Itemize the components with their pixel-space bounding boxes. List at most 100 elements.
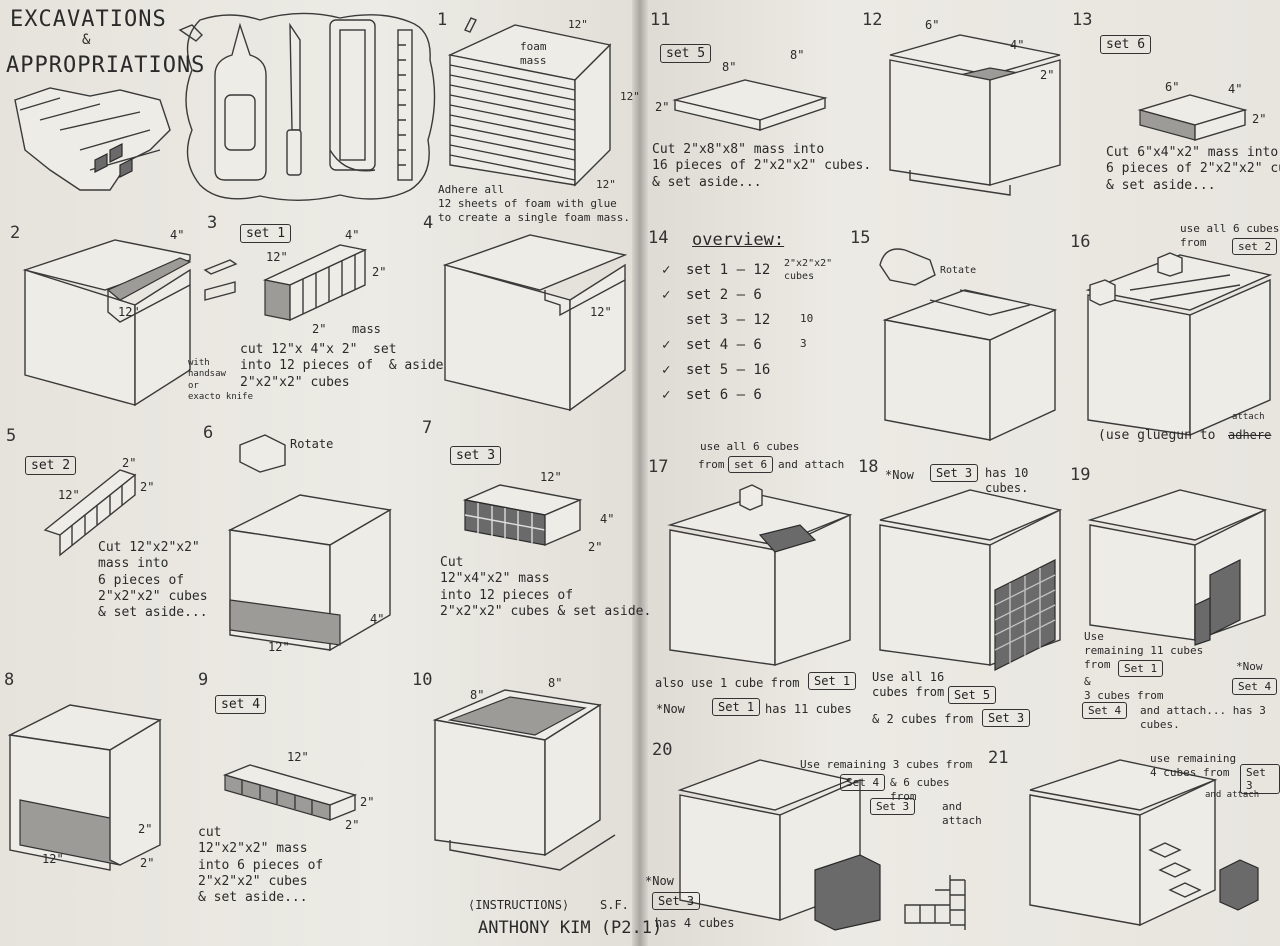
set-label: Set 3	[930, 464, 979, 482]
step13-note: Cut 6"x4"x2" mass into 6 pieces of 2"x2"…	[1106, 145, 1280, 193]
title-line1: EXCAVATIONS	[10, 7, 167, 32]
step7-dim-c: 2"	[588, 540, 603, 554]
step-number: 12	[858, 10, 883, 30]
step3-side-note: with handsaw or exacto knife	[188, 358, 254, 402]
step13-block	[1137, 94, 1248, 141]
overview-row-text: set 3 — 12	[686, 312, 771, 328]
set-label: Set 1	[712, 698, 761, 716]
step18-bottom-b: & 2 cubes from	[872, 712, 974, 726]
step12-dim-a: 6"	[925, 18, 940, 32]
step1-dim-bottom: 12"	[596, 178, 616, 191]
title-stair-icon	[14, 87, 171, 191]
set-label: Set 4	[1232, 678, 1278, 695]
step12-dim-b: 4"	[1010, 38, 1025, 52]
step21-structure	[1029, 759, 1259, 927]
step6-rotate: Rotate	[290, 437, 334, 451]
step9-note: cut 12"x2"x2" mass into 6 pieces of 2"x2…	[198, 825, 324, 905]
set-label: set 6	[728, 456, 774, 473]
overview-row-text: set 4 — 6	[686, 337, 762, 353]
step1-label: foam mass	[520, 40, 547, 67]
step1-foam-cube	[447, 17, 612, 187]
step6-cube	[227, 434, 393, 652]
step-number: 7	[418, 418, 442, 438]
step-number: 14	[644, 228, 669, 248]
step4-cube	[442, 234, 628, 412]
step4-dim-a: 12"	[590, 305, 612, 319]
set-label: Set 3	[652, 892, 701, 910]
step19-cube	[1087, 489, 1268, 646]
step17-bottom-a: also use 1 cube from	[655, 676, 800, 690]
step13-dim-b: 4"	[1228, 82, 1243, 96]
step11-note: Cut 2"x8"x8" mass into 16 pieces of 2"x2…	[652, 142, 872, 190]
step-number: 2	[6, 223, 30, 243]
set-label: Set 5	[948, 686, 997, 704]
step16-note: use all 6 cubes from	[1180, 222, 1280, 249]
overview-unit: 2"x2"x2" cubes	[784, 258, 833, 282]
set-label: set 1	[240, 224, 292, 243]
set-label: Set 4	[840, 774, 886, 791]
step16-bottom: (use gluegun to	[1098, 428, 1216, 443]
step2-dim-a: 4"	[170, 228, 185, 242]
step9-dim-a: 12"	[287, 750, 309, 764]
step-number: 6	[199, 423, 223, 443]
step-number: 19	[1066, 465, 1091, 485]
step3-dim-d: 2"	[312, 322, 327, 336]
book-gutter	[632, 0, 648, 946]
step21-note: use remaining 4 cubes from	[1150, 752, 1237, 779]
step20-structure	[677, 759, 966, 931]
step17-cube	[667, 484, 853, 666]
step-number: 16	[1066, 232, 1091, 252]
step11-dim-b: 8"	[790, 48, 805, 62]
sf-label: S.F.	[600, 898, 629, 912]
step3-dim-c: 2"	[372, 265, 387, 279]
step-number: 3	[203, 213, 227, 233]
step18-cube	[879, 489, 1063, 671]
step11-tray	[672, 79, 828, 131]
step3-note: cut 12"x 4"x 2" set into 12 pieces of & …	[240, 342, 444, 390]
step8-dim-b: 12"	[42, 852, 64, 866]
step16-cube	[1085, 252, 1273, 437]
step-number: 8	[0, 670, 24, 690]
step13-dim-c: 2"	[1252, 112, 1267, 126]
set-label: Set 3	[982, 709, 1031, 727]
overview-check: ✓	[662, 262, 671, 278]
step19-note-a: Use remaining 11 cubes from	[1084, 630, 1204, 671]
step11-dim-c: 2"	[655, 100, 670, 114]
overview-row-text: set 6 — 6	[686, 387, 762, 403]
step-number: 20	[648, 740, 673, 760]
step7-dim-b: 4"	[600, 512, 615, 526]
step19-now: *Now	[1236, 660, 1263, 673]
step16-strike: adhere	[1228, 428, 1272, 442]
step18-top-a: *Now	[885, 468, 914, 482]
step1-dim-top: 12"	[568, 18, 588, 31]
step5-note: Cut 12"x2"x2" mass into 6 pieces of 2"x2…	[98, 540, 208, 620]
step-number: 18	[854, 457, 879, 477]
step9-bar	[222, 764, 358, 822]
step20-now-b: has 4 cubes	[655, 916, 735, 930]
step21-note-b: and attach	[1205, 790, 1260, 800]
overview-check: ✓	[662, 337, 671, 353]
step20-note-a: Use remaining 3 cubes from	[800, 758, 973, 771]
step12-cube	[889, 34, 1061, 196]
step7-grid	[462, 484, 583, 547]
set-label: set 5	[660, 44, 712, 63]
step12-dim-c: 2"	[1040, 68, 1055, 82]
step3-mass: mass	[352, 322, 381, 336]
step-number: 1	[433, 10, 457, 30]
overview-heading: overview:	[692, 230, 785, 250]
step6-dim-a: 4"	[370, 612, 385, 626]
step8-cube	[7, 704, 162, 871]
set-label: Set 1	[1118, 660, 1164, 677]
step8-dim-c: 2"	[140, 856, 155, 870]
step5-bar	[43, 469, 137, 557]
title-amp: &	[82, 32, 91, 48]
step-number: 11	[646, 10, 671, 30]
set-label: set 2	[1232, 238, 1278, 255]
step1-dim-side: 12"	[620, 90, 640, 103]
step15-rotate: Rotate	[940, 265, 977, 276]
step17-note-b: from	[698, 458, 725, 471]
step10-dim-b: 8"	[548, 676, 563, 690]
step9-dim-b: 2"	[360, 795, 375, 809]
set-label: Set 1	[808, 672, 857, 690]
